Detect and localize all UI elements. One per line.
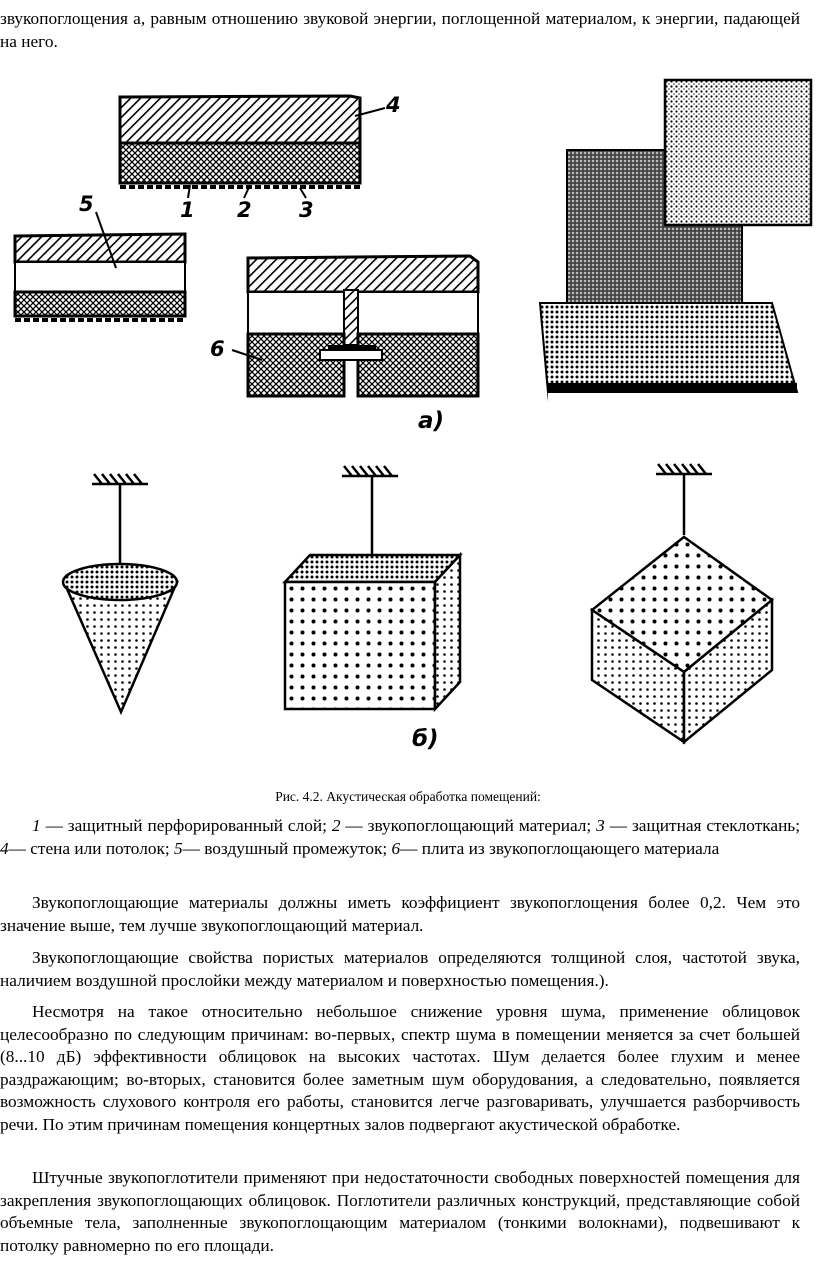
part-a-label: а)	[418, 408, 444, 434]
cube-absorber	[282, 465, 463, 713]
legend-text-3: — защитная стеклоткань;	[604, 816, 800, 835]
intro-text: звукопоглощения а, равным отношению звук…	[0, 9, 800, 51]
label-6: 6	[210, 337, 225, 361]
paragraph-3: Несмотря на такое относительно небольшое…	[0, 1002, 800, 1134]
label-3: 3	[299, 198, 314, 222]
legend-text-4: — стена или потолок;	[8, 838, 174, 858]
cone-absorber	[61, 473, 179, 716]
label-4: 4	[385, 93, 401, 117]
legend-num-6: 6	[391, 838, 401, 858]
panel-top	[118, 94, 386, 199]
legend-text-2: — звукопоглощающий материал;	[340, 816, 597, 835]
diamond-absorber	[589, 463, 775, 745]
figure-4-2: 4 1 2 3 5 6 а)	[13, 78, 813, 752]
legend-num-2: 2	[331, 816, 341, 835]
panel-slab-mount	[231, 254, 480, 398]
part-b-label: б)	[412, 726, 439, 752]
paragraph-4: Штучные звукопоглотители применяют при н…	[0, 1168, 800, 1255]
material-samples	[538, 78, 813, 402]
paragraph-1: Звукопоглощающие материалы должны иметь …	[0, 893, 800, 935]
legend-num-1: 1	[32, 816, 41, 835]
legend-num-5: 5	[174, 838, 183, 858]
legend-text-5: — воздушный промежуток;	[182, 838, 392, 858]
paragraph-2: Звукопоглощающие свойства пористых матер…	[0, 948, 800, 990]
legend-num-4: 4	[0, 838, 9, 858]
figure-caption: Рис. 4.2. Акустическая обработка помещен…	[275, 789, 541, 804]
figure-legend: 1 — защитный перфорированный слой; 2 — з…	[0, 815, 800, 860]
legend-text-1: — защитный перфорированный слой;	[40, 816, 332, 835]
label-2: 2	[237, 198, 252, 222]
legend-num-3: 3	[596, 816, 605, 835]
legend-text-6: — плита из звукопоглощающего материала	[400, 838, 720, 858]
panel-air-gap	[13, 211, 187, 322]
label-5: 5	[79, 192, 94, 216]
label-1: 1	[180, 198, 195, 222]
